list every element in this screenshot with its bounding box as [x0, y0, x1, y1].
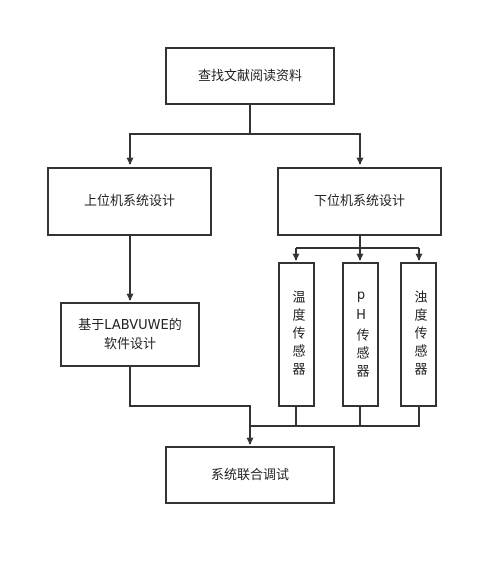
node-upper-system: 上位机系统设计: [47, 167, 212, 236]
node-ph-sensor: pH传感器: [342, 262, 379, 407]
node-system-integration-label: 系统联合调试: [210, 467, 289, 483]
node-ph-sensor-label: pH传感器: [353, 287, 369, 382]
node-lower-system: 下位机系统设计: [277, 167, 442, 236]
edge-literature-lower: [250, 133, 364, 165]
node-temperature-sensor-label: 温度传感器: [289, 289, 305, 380]
node-literature-label: 查找文献阅读资料: [197, 68, 302, 84]
edge-lower-bus: [296, 235, 419, 249]
node-software-design: 基于LABVUWE的软件设计: [60, 302, 200, 367]
node-upper-system-label: 上位机系统设计: [83, 194, 175, 209]
node-temperature-sensor: 温度传感器: [278, 262, 315, 407]
node-turbidity-sensor: 浊度传感器: [400, 262, 437, 407]
edge-literature-split: [126, 104, 251, 165]
node-literature: 查找文献阅读资料: [165, 47, 335, 105]
node-system-integration: 系统联合调试: [165, 446, 335, 504]
edge-software-integration: [129, 366, 254, 445]
node-software-design-label: 基于LABVUWE的软件设计: [78, 317, 182, 352]
node-turbidity-sensor-label: 浊度传感器: [411, 289, 427, 380]
node-lower-system-label: 下位机系统设计: [313, 194, 405, 209]
edge-sensors-bus: [250, 406, 420, 427]
